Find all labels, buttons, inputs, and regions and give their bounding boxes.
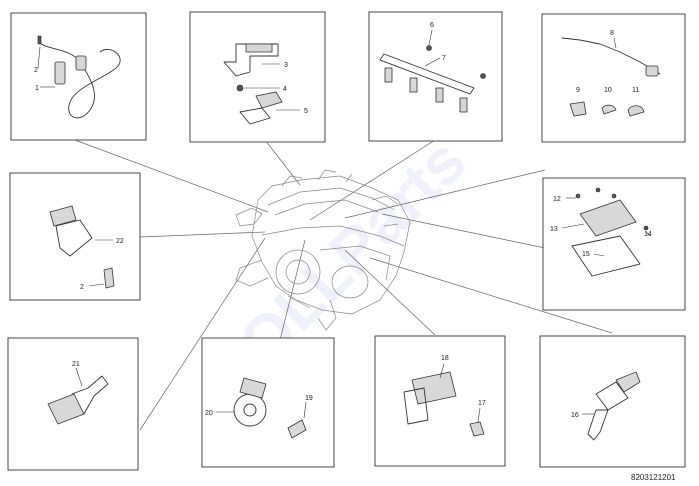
panel-oxygen-sensor: 8 9 10 11: [541, 13, 686, 143]
callout-4: 4: [283, 86, 287, 93]
callout-9: 9: [576, 87, 580, 94]
panel-knock-sensor: 20 19: [201, 337, 335, 468]
callout-20: 20: [205, 410, 213, 417]
callout-12: 12: [553, 196, 561, 203]
callout-13: 13: [550, 226, 558, 233]
callout-7: 7: [442, 55, 446, 62]
panel-fuel-rail: 6 7: [368, 11, 503, 142]
panel-injector: 16: [539, 335, 686, 468]
callout-2: 2: [34, 67, 38, 74]
callout-19: 19: [305, 395, 313, 402]
diagram-number: 8203121201: [631, 473, 676, 482]
callout-21: 21: [72, 361, 80, 368]
callout-5: 5: [304, 108, 308, 115]
callout-18: 18: [441, 355, 449, 362]
connector-lines: [74, 139, 613, 431]
callout-15: 15: [582, 251, 590, 258]
callout-3: 3: [284, 62, 288, 69]
panel-map-sensor: 3 4 5: [189, 11, 326, 143]
callout-17: 17: [478, 400, 486, 407]
callout-8: 8: [610, 30, 614, 37]
callout-1: 1: [35, 85, 39, 92]
panel-temp-sensor: 22 2: [9, 172, 141, 301]
callout-10: 10: [604, 87, 612, 94]
callout-14: 14: [644, 231, 652, 238]
callout-22: 22: [116, 238, 124, 245]
engine-assembly: [235, 169, 411, 331]
callout-2b: 2: [80, 284, 84, 291]
callout-16: 16: [571, 412, 579, 419]
panel-crank-sensor: 2 1: [10, 12, 147, 141]
panel-cam-sensor: 18 17: [374, 335, 506, 467]
callout-11: 11: [632, 87, 639, 94]
panel-position-sensor: 21: [7, 337, 139, 471]
callout-6: 6: [430, 22, 434, 29]
panel-ecu: 12 13 14 15: [542, 177, 686, 311]
